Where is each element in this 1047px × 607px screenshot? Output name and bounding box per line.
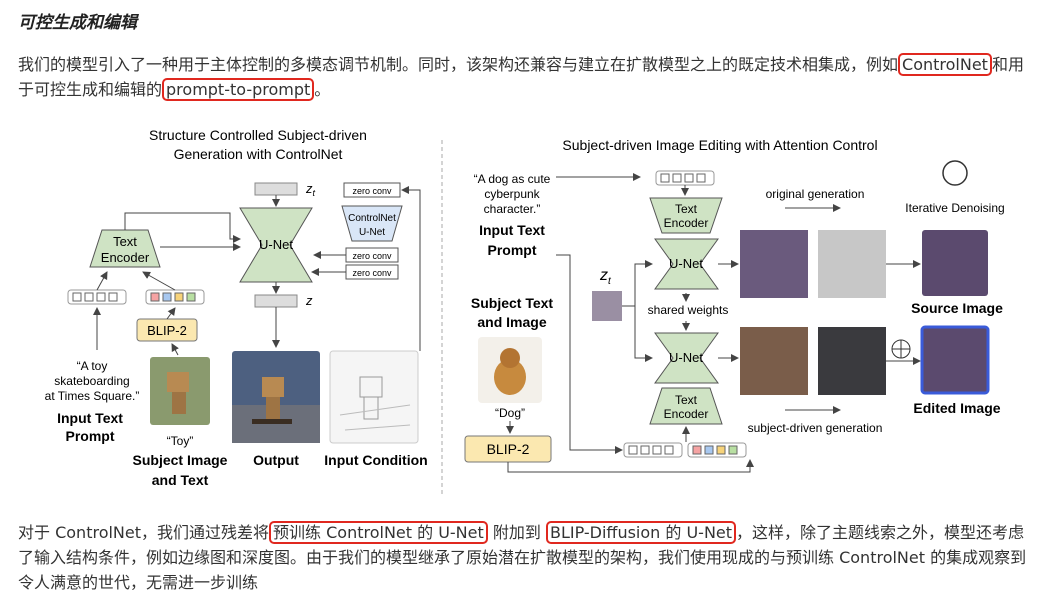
left-title-line2: Generation with ControlNet [174, 146, 343, 162]
intro-paragraph: 我们的模型引入了一种用于主体控制的多模态调节机制。同时，该架构还兼容与建立在扩散… [18, 52, 1028, 102]
svg-text:zero conv: zero conv [352, 268, 392, 278]
blip-diffusion-highlight: BLIP-Diffusion 的 U-Net [545, 521, 737, 544]
svg-text:“Toy”: “Toy” [167, 434, 194, 448]
svg-text:Iterative Denoising: Iterative Denoising [905, 201, 1004, 215]
subject-gen-image-1 [740, 327, 808, 395]
svg-text:Encoder: Encoder [664, 216, 709, 230]
svg-text:Input Text: Input Text [57, 410, 123, 426]
controlnet-link[interactable]: ControlNet [898, 53, 992, 76]
left-latent-zt [254, 182, 298, 196]
svg-text:character.”: character.” [484, 202, 541, 216]
intro-text-c: 。 [314, 80, 331, 99]
svg-text:Edited Image: Edited Image [913, 400, 1000, 416]
output-label: Output [253, 452, 299, 468]
right-zt-label: zt [599, 267, 612, 287]
svg-text:skateboarding: skateboarding [54, 374, 129, 388]
right-title: Subject-driven Image Editing with Attent… [562, 137, 877, 153]
iterative-denoising-icon [942, 160, 968, 186]
svg-text:BLIP-2: BLIP-2 [487, 441, 530, 457]
left-text-encoder [89, 229, 161, 268]
svg-text:“Dog”: “Dog” [495, 406, 525, 420]
intro-text-a: 我们的模型引入了一种用于主体控制的多模态调节机制。同时，该架构还兼容与建立在扩散… [18, 55, 899, 74]
original-gen-image-2 [818, 230, 886, 298]
svg-text:at Times Square.”: at Times Square.” [45, 389, 140, 403]
left-unet-label: U-Net [259, 237, 293, 252]
body-paragraph: 对于 ControlNet，我们通过残差将预训练 ControlNet 的 U-… [18, 521, 1027, 592]
intro-text-b: 和用于可控生成和编辑的 [18, 55, 1024, 99]
zero-conv-top [343, 182, 401, 198]
svg-text:“A toy: “A toy [77, 359, 108, 373]
edited-image [920, 325, 990, 395]
svg-text:Encoder: Encoder [664, 407, 709, 421]
svg-text:zero conv: zero conv [352, 251, 392, 261]
svg-text:Prompt: Prompt [66, 428, 115, 444]
subject-driven-generation-label: subject-driven generation [748, 421, 883, 435]
controlnet-unet [341, 205, 403, 242]
svg-text:Subject Text: Subject Text [471, 295, 554, 311]
right-text-encoder-top [649, 197, 723, 234]
source-image [922, 230, 988, 296]
svg-text:and Text: and Text [152, 472, 209, 488]
subject-gen-image-2 [818, 327, 886, 395]
svg-text:Source Image: Source Image [911, 300, 1003, 316]
original-generation-label: original generation [766, 187, 865, 201]
svg-text:“A dog as cute: “A dog as cute [474, 172, 551, 186]
pretrained-controlnet-highlight: 预训练 ControlNet 的 U-Net [269, 521, 488, 544]
svg-text:zero conv: zero conv [352, 186, 392, 196]
left-title-line1: Structure Controlled Subject-driven [149, 127, 367, 143]
svg-text:cyberpunk: cyberpunk [484, 187, 540, 201]
svg-text:Input Text: Input Text [479, 222, 545, 238]
svg-text:BLIP-2: BLIP-2 [147, 323, 187, 338]
svg-text:and Image: and Image [477, 314, 546, 330]
right-unet-top [654, 238, 719, 290]
section-title: 可控生成和编辑 [18, 13, 137, 33]
shared-weights-label: shared weights [648, 303, 729, 317]
svg-text:U-Net: U-Net [669, 350, 703, 365]
input-condition-label: Input Condition [324, 452, 427, 468]
original-gen-image-1 [740, 230, 808, 298]
svg-text:Subject Image: Subject Image [133, 452, 228, 468]
svg-text:Text: Text [675, 393, 698, 407]
svg-text:ControlNet: ControlNet [348, 213, 396, 224]
left-latent-z [254, 294, 298, 308]
prompt-to-prompt-link[interactable]: prompt-to-prompt [162, 78, 315, 101]
noise-latent [592, 291, 622, 321]
left-z-label: z [305, 293, 313, 308]
svg-text:Text: Text [675, 202, 698, 216]
svg-text:Encoder: Encoder [101, 250, 150, 265]
left-unet [239, 207, 313, 283]
architecture-figure: Structure Controlled Subject-driven Gene… [0, 115, 1047, 510]
svg-text:U-Net: U-Net [669, 256, 703, 271]
right-unet-bottom [654, 332, 719, 384]
right-text-encoder-bottom [649, 387, 723, 425]
svg-text:Text: Text [113, 234, 137, 249]
svg-text:U-Net: U-Net [359, 227, 385, 238]
left-zt-label: zt [305, 181, 316, 198]
svg-text:Prompt: Prompt [488, 242, 537, 258]
